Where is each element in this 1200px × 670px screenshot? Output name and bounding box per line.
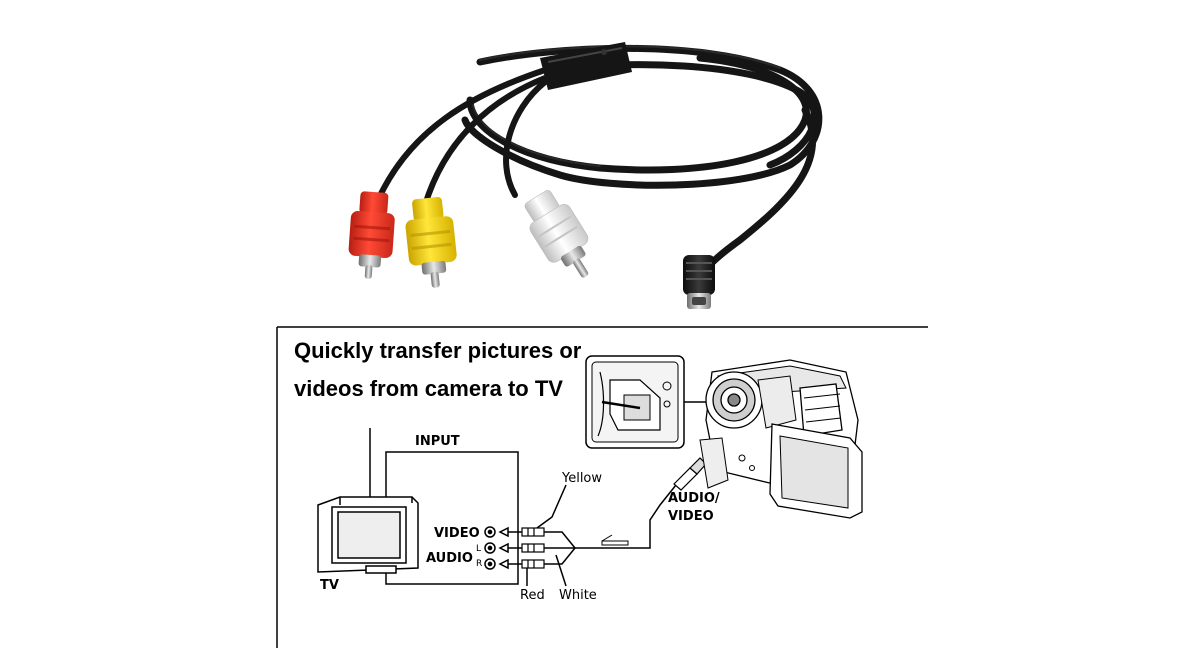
connection-diagram [276,326,928,648]
signal-direction-arrow [601,534,629,546]
audio-label: AUDIO [426,551,473,566]
yellow-label: Yellow [561,471,602,486]
diagram-rca-plugs [521,527,545,569]
camera-connector [683,255,715,309]
splitter-molding [540,42,632,90]
input-label: INPUT [415,434,460,449]
audio-channel-left-label: L [476,544,481,554]
tv-label: TV [320,578,339,593]
connector-detail-inset [585,355,706,449]
white-rca-plug [524,190,589,278]
diagram-av-connector [673,457,707,491]
headline-line1: Quickly transfer pictures or [294,338,582,363]
white-label: White [559,588,597,603]
av-label-line2: VIDEO [668,509,714,524]
plug-arrows [498,526,522,570]
camcorder-drawing [699,359,863,519]
tv-set-drawing [317,496,419,574]
av-label-line1: AUDIO/ [668,491,720,506]
red-label: Red [520,588,545,603]
audio-channel-right-label: R [476,559,482,569]
input-jacks [484,526,496,570]
red-rca-plug [348,191,395,279]
diagram-wires [526,484,677,587]
yellow-rca-plug [405,196,457,288]
cable-photo [348,42,823,309]
headline-line2: videos from camera to TV [294,376,563,401]
video-label: VIDEO [434,526,480,541]
